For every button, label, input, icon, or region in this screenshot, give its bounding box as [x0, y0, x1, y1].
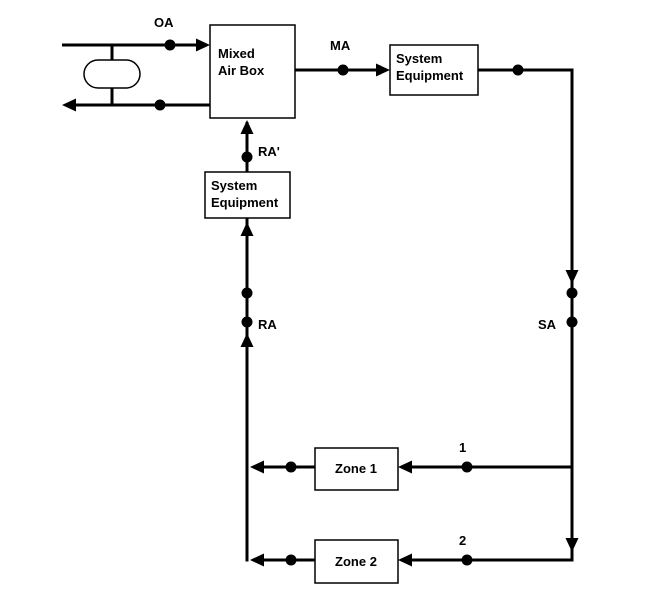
- sa-node-dot: [566, 316, 578, 328]
- system-equipment-return-box: [204, 171, 291, 219]
- ra-prime-node-dot: [241, 151, 253, 163]
- zone2-label: Zone 2: [335, 554, 377, 569]
- arrowhead-zone1-return: [250, 460, 264, 474]
- zone1-outlet-dot: [285, 461, 297, 473]
- system-equipment-supply-label-line2: Equipment: [396, 68, 464, 83]
- zone1-inlet-dot: [461, 461, 473, 473]
- arrowhead-into-system-equipment: [376, 63, 390, 77]
- mixed-air-box-label-line1: Mixed: [218, 46, 255, 61]
- system-equipment-return-label-line1: System: [211, 178, 257, 193]
- system-equipment-supply-box: [389, 44, 479, 96]
- stream-labels: OA MA RA' RA SA 1 2: [154, 15, 557, 548]
- arrowheads: [62, 38, 579, 567]
- arrowhead-into-zone2: [398, 553, 412, 567]
- mixed-air-box: [209, 24, 296, 119]
- arrowhead-into-return-equipment: [240, 222, 254, 236]
- zone2-box: [314, 539, 399, 584]
- arrowhead-ra-prime-up: [240, 120, 254, 134]
- arrowhead-supply-down-bottom: [565, 538, 579, 552]
- zone2-inlet-label: 2: [459, 533, 466, 548]
- oa-node-dot: [164, 39, 176, 51]
- mixed-air-box-label-line2: Air Box: [218, 63, 265, 78]
- zone2-inlet-dot: [461, 554, 473, 566]
- arrowhead-supply-down: [565, 270, 579, 284]
- arrowhead-zone2-return: [250, 553, 264, 567]
- arrowhead-return-up: [240, 333, 254, 347]
- exhaust-node-dot: [154, 99, 166, 111]
- supply-node-dot: [512, 64, 524, 76]
- system-equipment-return-label-line2: Equipment: [211, 195, 279, 210]
- zone2-outlet-dot: [285, 554, 297, 566]
- ma-label: MA: [330, 38, 351, 53]
- zone1-inlet-label: 1: [459, 440, 466, 455]
- arrowhead-into-zone1: [398, 460, 412, 474]
- damper-symbol: [83, 59, 141, 89]
- supply-vertical-dot-upper: [566, 287, 578, 299]
- sa-label: SA: [538, 317, 557, 332]
- node-dots: [154, 39, 578, 566]
- arrowhead-exhaust-left: [62, 98, 76, 112]
- duct-lines: [62, 43, 574, 562]
- return-vertical-dot-upper: [241, 287, 253, 299]
- ra-prime-label: RA': [258, 144, 280, 159]
- oa-label: OA: [154, 15, 174, 30]
- system-equipment-supply-label-line1: System: [396, 51, 442, 66]
- zone1-label: Zone 1: [335, 461, 377, 476]
- ma-node-dot: [337, 64, 349, 76]
- zone1-box: [314, 447, 399, 491]
- equipment-boxes: Mixed Air Box System Equipment System Eq…: [204, 24, 479, 584]
- arrowhead-into-mixed-air-box: [196, 38, 210, 52]
- ra-label: RA: [258, 317, 277, 332]
- ra-node-dot: [241, 316, 253, 328]
